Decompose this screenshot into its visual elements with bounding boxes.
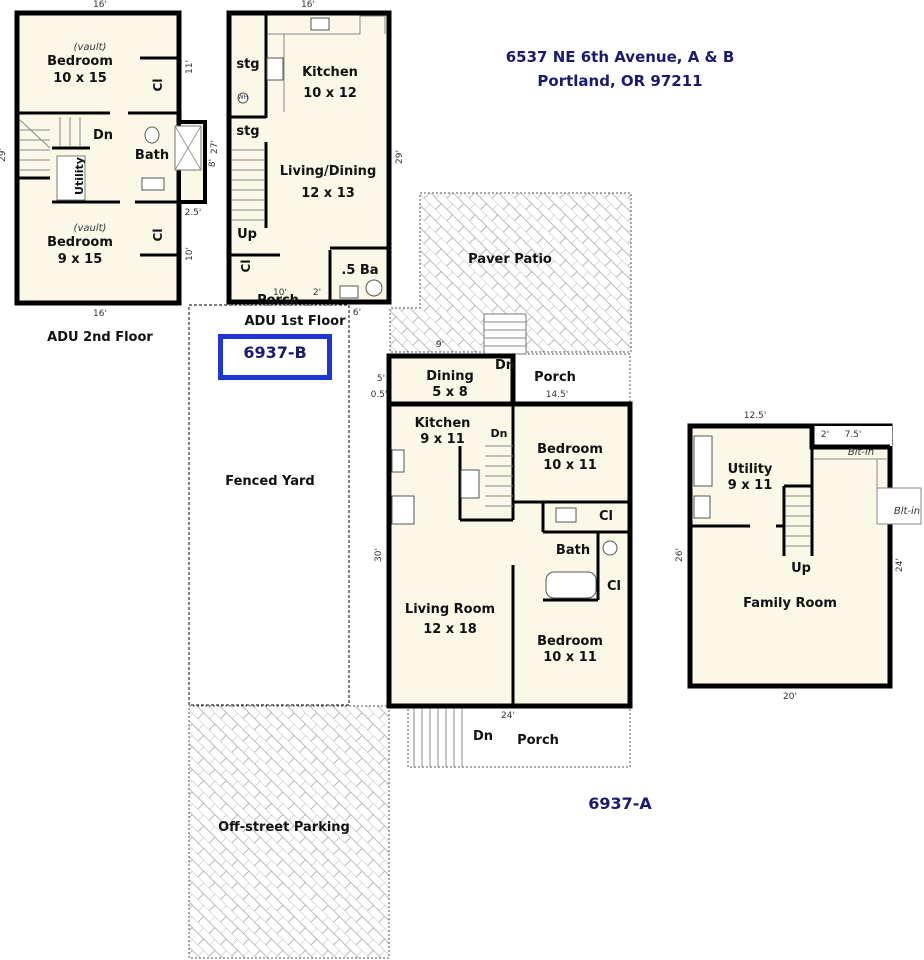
unit-a-label: 6937-A <box>588 794 652 813</box>
dimension: 30' <box>374 548 384 562</box>
dimension: 10' <box>273 288 287 298</box>
dimension: 29' <box>395 150 405 164</box>
dimension: 7.5' <box>844 430 862 440</box>
room-size: 5 x 8 <box>432 385 468 400</box>
floor-caption: ADU 1st Floor <box>244 314 346 329</box>
builtin-label: Blt-in <box>893 506 921 517</box>
room-size: 10 x 11 <box>543 458 597 473</box>
room-size: 10 x 15 <box>53 71 107 86</box>
dimension: 26' <box>675 548 685 562</box>
dimension: 11' <box>185 60 195 74</box>
room-size: 9 x 11 <box>420 432 465 447</box>
room-name: Bedroom <box>47 235 113 250</box>
closet-label: Cl <box>151 78 165 92</box>
room-name: Kitchen <box>414 416 471 431</box>
unit-b-label: 6937-B <box>243 343 307 362</box>
stairs-label: Dn <box>92 128 114 143</box>
room-name: Kitchen <box>302 65 358 80</box>
dimension: 10' <box>185 247 195 261</box>
vault-note: (vault) <box>73 42 107 53</box>
storage-label: stg <box>236 124 260 139</box>
room-name: Utility <box>73 157 86 195</box>
room-name: Utility <box>727 462 773 477</box>
storage-label: stg <box>236 57 260 72</box>
address-line-1: 6537 NE 6th Avenue, A & B <box>505 48 735 66</box>
dimension: 12.5' <box>743 411 767 421</box>
room-name: Bedroom <box>537 442 603 457</box>
dimension: 16' <box>93 0 107 10</box>
unit-b-badge <box>218 334 332 380</box>
porch-label: Porch <box>257 293 299 308</box>
room-size: 9 x 11 <box>727 478 773 493</box>
room-size: 12 x 13 <box>301 186 355 201</box>
room-name: Living Room <box>404 602 496 617</box>
dimension: 9' <box>435 340 445 350</box>
room-name: Living/Dining <box>279 164 377 179</box>
stairs-label: Dn <box>494 358 516 373</box>
dimension: 6' <box>352 308 362 318</box>
dimension: 24' <box>501 711 515 721</box>
room-name: Family Room <box>743 596 837 611</box>
room-name: Dining <box>426 369 474 384</box>
dimension: 27' <box>210 140 220 154</box>
room-name: Bedroom <box>537 634 603 649</box>
address-line-2: Portland, OR 97211 <box>537 72 703 90</box>
room-size: 12 x 18 <box>423 622 477 637</box>
stairs-label: Up <box>791 561 811 576</box>
paver-patio-label: Paver Patio <box>468 252 552 267</box>
porch-label: Porch <box>534 370 576 385</box>
closet-label: Cl <box>607 579 621 594</box>
stairs-label: Up <box>237 227 257 242</box>
stairs-label: Dn <box>472 729 494 744</box>
fenced-yard-label: Fenced Yard <box>225 474 315 489</box>
closet-label: Cl <box>151 228 165 242</box>
builtin-label: Blt-in <box>847 447 875 458</box>
dimension: 2' <box>312 288 322 298</box>
dimension: 16' <box>301 0 315 10</box>
water-heater-label: WH <box>237 94 249 101</box>
dimension: 2' <box>820 430 830 440</box>
dimension: 2.5' <box>184 208 202 218</box>
vault-note: (vault) <box>73 223 107 234</box>
room-size: 10 x 12 <box>303 86 357 101</box>
room-name: Bedroom <box>47 54 113 69</box>
dimension: 29' <box>0 148 8 162</box>
dimension: 20' <box>783 692 797 702</box>
room-name: Bath <box>555 543 591 558</box>
parking-label: Off-street Parking <box>218 820 350 835</box>
closet-label: Cl <box>239 259 253 273</box>
dimension: 14.5' <box>545 390 569 400</box>
room-name: .5 Ba <box>341 263 379 278</box>
room-size: 10 x 11 <box>543 650 597 665</box>
dimension: 0.5' <box>370 390 388 400</box>
dimension: 16' <box>93 309 107 319</box>
floor-caption: ADU 2nd Floor <box>47 330 153 345</box>
room-name: Bath <box>134 148 170 163</box>
room-size: 9 x 15 <box>57 252 103 267</box>
dimension: 5' <box>376 374 386 384</box>
dimension: 24' <box>895 558 905 572</box>
stairs-label: Dn <box>490 427 508 440</box>
porch-label: Porch <box>517 733 559 748</box>
closet-label: Cl <box>599 509 613 524</box>
